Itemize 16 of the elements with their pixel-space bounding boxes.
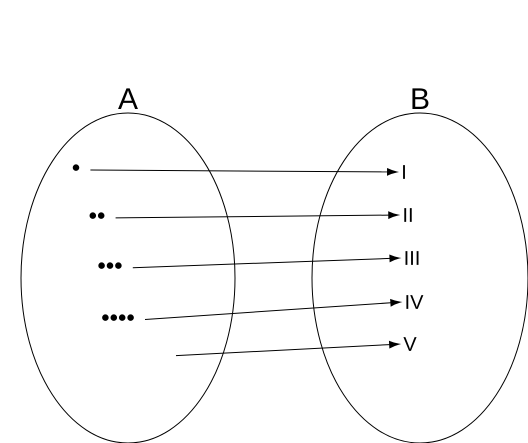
- arrow: [90, 168, 398, 176]
- dot-group: ••••: [102, 314, 134, 321]
- arrow: [144, 299, 401, 320]
- dot-group: •: [72, 164, 80, 171]
- node-label: B: [412, 88, 428, 109]
- numeral-label: I: [403, 165, 405, 179]
- numeral-label: II: [404, 208, 412, 222]
- node-label: A: [118, 88, 138, 109]
- dot-group: •••: [98, 262, 122, 269]
- arrow: [176, 340, 400, 356]
- numeral-label: IV: [406, 295, 424, 309]
- dot-group: ••: [90, 212, 104, 219]
- arrow: [115, 211, 398, 219]
- arrow: [132, 254, 400, 268]
- numeral-label: III: [406, 251, 418, 265]
- numeral-label: V: [403, 337, 417, 351]
